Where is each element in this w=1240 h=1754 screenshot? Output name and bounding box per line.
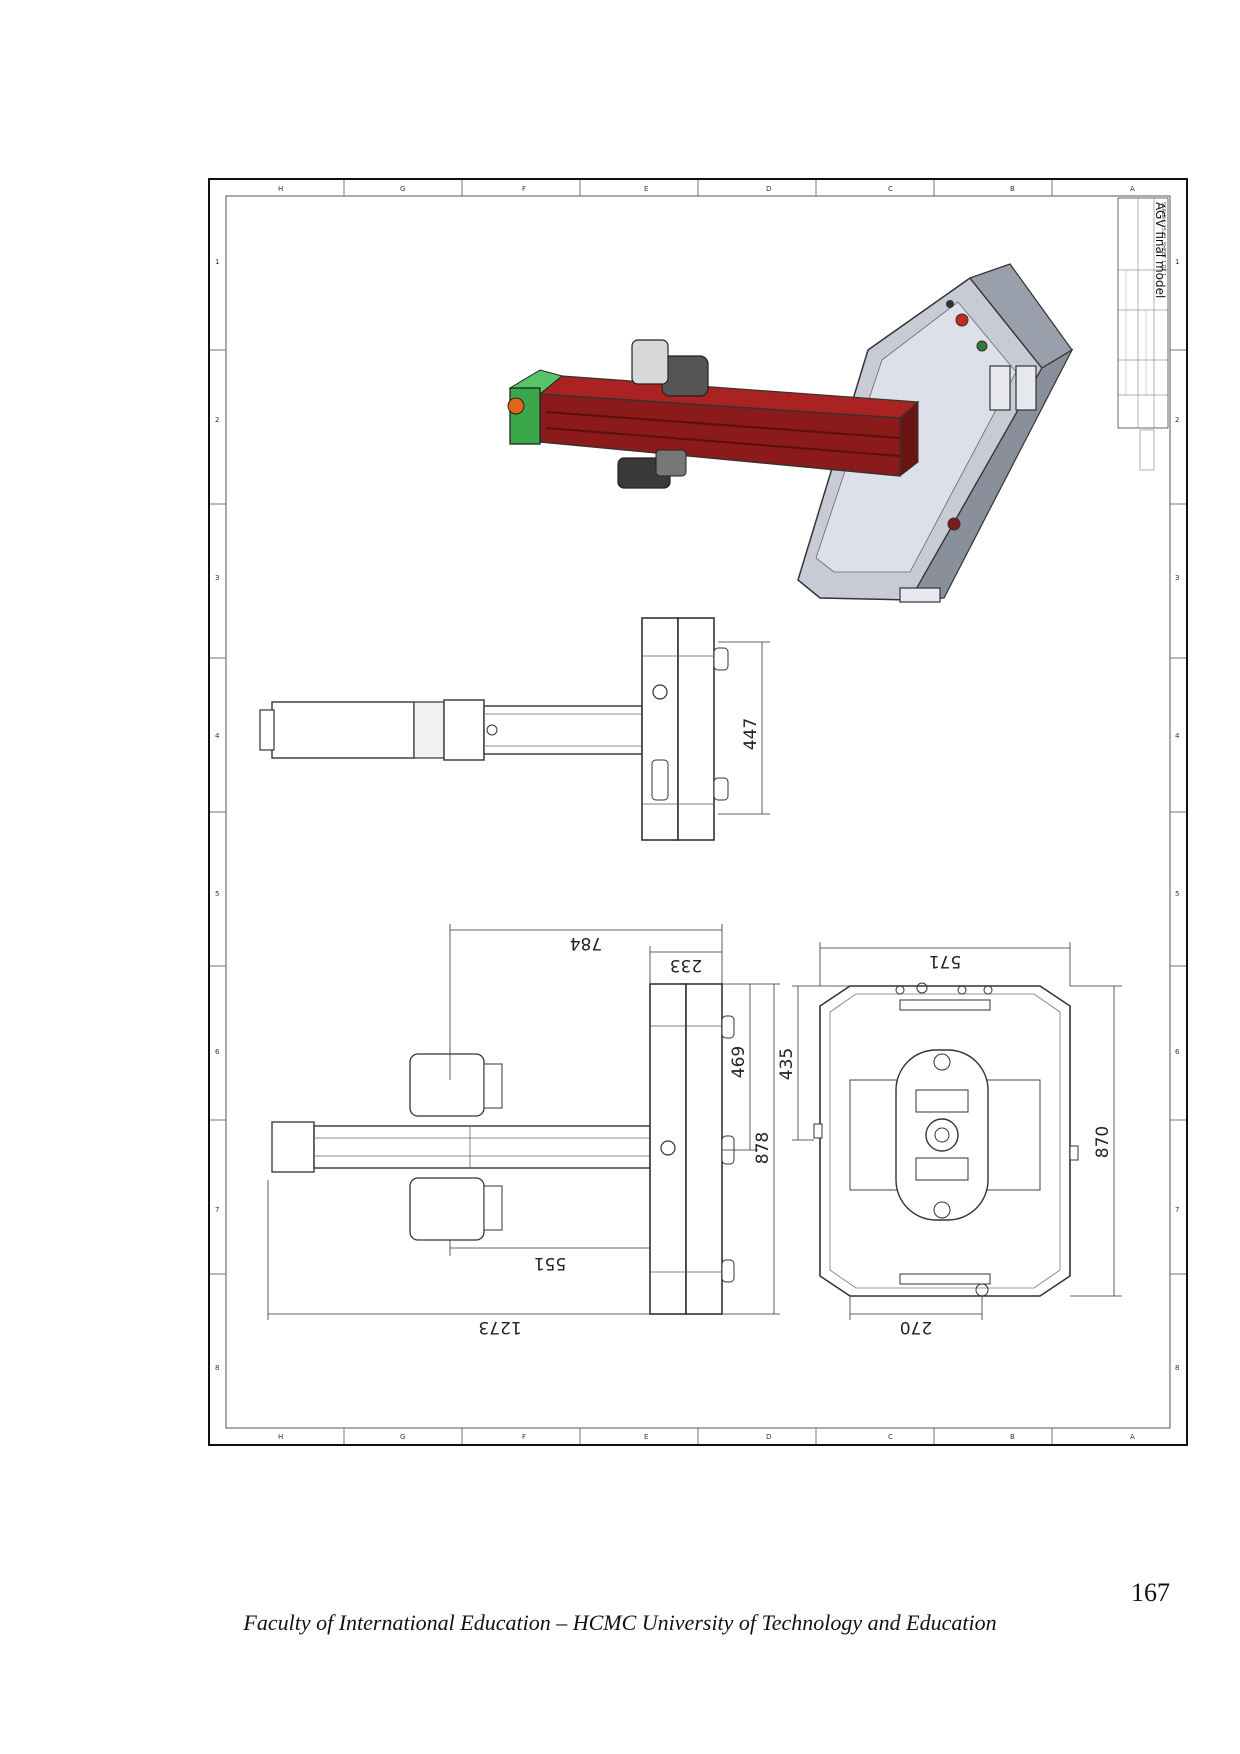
top-base xyxy=(649,983,687,1315)
zone-label: 3 xyxy=(1175,574,1179,582)
page-number: 167 xyxy=(1131,1578,1170,1607)
side-column xyxy=(483,705,643,755)
top-view: 784 233 469 878 551 1273 xyxy=(267,924,780,1337)
zone-label: 4 xyxy=(215,732,220,740)
zone-label: E xyxy=(644,185,648,193)
emergency-stop-icon xyxy=(507,397,525,415)
dimension-469: 469 xyxy=(729,1046,749,1078)
zone-label: 8 xyxy=(1175,1364,1179,1372)
side-base xyxy=(641,617,679,841)
zone-label: B xyxy=(1010,1433,1015,1441)
zone-label: 8 xyxy=(215,1364,219,1372)
dimension-447: 447 xyxy=(741,718,761,750)
zone-label: C xyxy=(888,185,893,193)
iso-bumper xyxy=(1015,365,1037,411)
isometric-view xyxy=(507,263,1074,603)
dimension-270: 270 xyxy=(900,1317,932,1337)
top-sensor xyxy=(409,1053,485,1117)
zone-label: 4 xyxy=(1175,732,1180,740)
zone-label: 7 xyxy=(1175,1206,1179,1214)
zone-label: 2 xyxy=(215,416,219,424)
zone-label: 3 xyxy=(215,574,219,582)
green-button-icon xyxy=(976,340,988,352)
zone-label: D xyxy=(766,185,771,193)
zone-label: D xyxy=(766,1433,771,1441)
zone-label: 5 xyxy=(1175,890,1179,898)
zone-label: 7 xyxy=(215,1206,219,1214)
side-base xyxy=(677,617,715,841)
dimension-435: 435 xyxy=(777,1048,797,1080)
dimension-870: 870 xyxy=(1093,1126,1113,1158)
bottom-drive-module xyxy=(895,1049,989,1221)
zone-label: G xyxy=(400,1433,405,1441)
zone-ticks xyxy=(210,180,1186,1444)
top-sensor xyxy=(409,1177,485,1241)
dimension-878: 878 xyxy=(753,1132,773,1164)
dimension-233: 233 xyxy=(670,955,702,975)
zone-label: 2 xyxy=(1175,416,1179,424)
zone-label: B xyxy=(1010,185,1015,193)
zone-label: 6 xyxy=(1175,1048,1180,1056)
indicator-light-icon xyxy=(947,517,961,531)
zone-label: E xyxy=(644,1433,648,1441)
zone-label: G xyxy=(400,185,405,193)
dimension-784: 784 xyxy=(570,933,602,953)
knob-icon xyxy=(946,300,954,308)
page-footer: Faculty of International Education – HCM… xyxy=(243,1610,997,1635)
zone-label: H xyxy=(278,1433,283,1441)
scale-label: SCALE:1:15 xyxy=(1160,202,1166,231)
zone-labels-right: 1 2 3 4 5 6 7 8 xyxy=(1175,258,1180,1372)
technical-drawing: H G F E D C B A H G F E D C B A 1 2 3 4 … xyxy=(210,180,1186,1444)
dimension-551: 551 xyxy=(534,1253,566,1273)
zone-labels-left: 1 2 3 4 5 6 7 8 xyxy=(215,258,220,1372)
iso-sensor-unit xyxy=(655,449,687,477)
zone-label: A xyxy=(1130,1433,1135,1441)
top-column xyxy=(313,1125,651,1169)
zone-label: F xyxy=(522,185,526,193)
iso-sensor-unit xyxy=(661,355,709,397)
dimension-1273: 1273 xyxy=(478,1317,521,1337)
bottom-center-wheel-icon xyxy=(925,1118,959,1152)
zone-label: H xyxy=(278,185,283,193)
side-sensor xyxy=(443,699,485,761)
iso-bumper xyxy=(989,365,1011,411)
top-base xyxy=(685,983,723,1315)
zone-label: C xyxy=(888,1433,893,1441)
drawing-title: AGV final model xyxy=(1153,202,1167,298)
zone-label: 1 xyxy=(1175,258,1179,266)
sheet-label: SHEET 1 OF 1 xyxy=(1160,242,1166,276)
zone-labels-bottom: H G F E D C B A xyxy=(278,1433,1135,1441)
iso-bumper xyxy=(899,587,941,603)
drawing-sheet: H G F E D C B A H G F E D C B A 1 2 3 4 … xyxy=(208,178,1188,1446)
iso-green-head xyxy=(509,387,541,445)
top-head xyxy=(271,1121,315,1173)
zone-label: 6 xyxy=(215,1048,220,1056)
side-head xyxy=(271,701,415,759)
side-view: 447 xyxy=(259,617,770,841)
zone-label: F xyxy=(522,1433,526,1441)
zone-label: 5 xyxy=(215,890,219,898)
zone-label: 1 xyxy=(215,258,219,266)
iso-sensor-unit xyxy=(631,339,669,385)
dimension-571: 571 xyxy=(929,951,961,971)
zone-label: A xyxy=(1130,185,1135,193)
title-block: AGV final model SCALE:1:15 SHEET 1 OF 1 xyxy=(1117,197,1169,471)
red-button-icon xyxy=(955,313,969,327)
zone-labels-top: H G F E D C B A xyxy=(278,185,1135,193)
bottom-view: 571 435 870 270 xyxy=(777,942,1122,1337)
